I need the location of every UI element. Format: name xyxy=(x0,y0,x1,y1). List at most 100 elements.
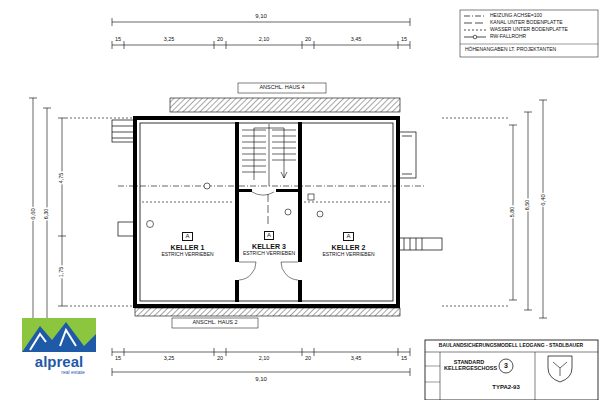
legend-line xyxy=(464,30,486,31)
room-tag-letter: A xyxy=(346,233,350,240)
title-block xyxy=(425,340,598,400)
logo xyxy=(30,330,76,350)
room-tag-letter: A xyxy=(185,233,189,240)
wall xyxy=(252,192,274,195)
light-well xyxy=(112,132,134,133)
service-line xyxy=(268,194,269,224)
sheet-number: 3 xyxy=(503,362,509,369)
dimension-line xyxy=(29,98,37,99)
legend-box xyxy=(460,44,598,45)
dimension-label: 6,50 xyxy=(525,199,531,212)
title-block xyxy=(425,382,440,383)
neighbour-label: ANSCHL. HAUS 2 xyxy=(191,320,238,326)
service-line xyxy=(147,221,154,228)
legend-box xyxy=(460,10,598,57)
dimension-line xyxy=(543,100,544,318)
light-well xyxy=(112,126,134,127)
dimension-line xyxy=(66,118,133,119)
dimension-line xyxy=(29,18,547,376)
dimension-label: 1,75 xyxy=(59,266,65,279)
stair xyxy=(254,128,284,180)
dimension-line xyxy=(509,125,517,126)
service-line xyxy=(142,202,232,203)
dimension-label: 20 xyxy=(304,356,312,362)
light-well xyxy=(112,120,134,142)
dimension-line xyxy=(539,318,547,319)
dimension-line xyxy=(302,41,303,49)
room: A KELLER 3ESTRICH VERRIEBEN xyxy=(240,193,298,301)
dimension-line xyxy=(43,108,51,109)
neighbour-wall xyxy=(238,83,326,93)
dimension-line xyxy=(442,306,509,307)
legend-sample xyxy=(464,30,486,31)
dimension-label: 5,80 xyxy=(510,206,516,219)
neighbour-wall xyxy=(172,318,258,328)
title-block xyxy=(425,352,598,353)
dimension-line xyxy=(124,348,125,356)
stair xyxy=(242,124,296,186)
light-well xyxy=(398,238,442,250)
floor-note: ESTRICH VERRIEBEN xyxy=(242,251,296,257)
light-well xyxy=(422,238,423,250)
dimension-line xyxy=(112,18,113,26)
dimension-label: 15 xyxy=(400,37,408,43)
dimension-line xyxy=(124,41,125,49)
dimension-line xyxy=(524,112,532,113)
title-block xyxy=(548,356,572,382)
legend-text: HEIZUNG ACHSE=100 xyxy=(490,13,542,19)
dimension-label: 15 xyxy=(114,37,122,43)
room-name: KELLER 3 xyxy=(251,243,287,251)
legend-line xyxy=(464,16,486,17)
dimension-line xyxy=(112,348,113,356)
dimension-line xyxy=(58,118,66,119)
dimension-label: 3,45 xyxy=(350,37,363,43)
dimension-line xyxy=(112,352,410,353)
wall xyxy=(135,118,398,306)
wall xyxy=(235,122,239,302)
dimension-line xyxy=(112,41,113,49)
light-well xyxy=(112,138,134,139)
wall xyxy=(297,262,303,280)
dimension-label: 9,10 xyxy=(254,13,268,19)
dimension-label: 9,10 xyxy=(254,376,268,382)
title-block xyxy=(425,340,598,400)
room-tag-letter: A xyxy=(267,232,271,239)
wall xyxy=(281,262,298,280)
dimension-line xyxy=(524,310,532,311)
dimension-line xyxy=(226,348,227,356)
neighbour-label: ANSCHL. HAUS 4 xyxy=(258,85,305,91)
title-block xyxy=(425,366,440,367)
wall xyxy=(239,262,256,280)
wall xyxy=(135,118,398,306)
logo xyxy=(22,318,96,352)
wall xyxy=(239,189,298,192)
dimension-label: 20 xyxy=(216,356,224,362)
legend-line xyxy=(464,23,486,24)
wall xyxy=(252,188,276,193)
dimension-line xyxy=(112,45,410,46)
neighbour-wall xyxy=(170,98,400,112)
legend-symbol xyxy=(473,35,477,39)
dimension-line xyxy=(112,368,113,376)
dimension-line xyxy=(410,41,411,49)
service-line xyxy=(308,194,314,200)
room: AKELLER 2ESTRICH VERRIEBEN xyxy=(303,122,394,302)
dimension-line xyxy=(539,100,547,101)
neighbour-wall xyxy=(135,83,400,328)
logo xyxy=(22,322,96,352)
dimension-line xyxy=(410,18,411,26)
logo xyxy=(22,318,96,352)
dimension-line xyxy=(509,300,517,301)
dimension-line xyxy=(302,348,303,356)
project-title: BAULANDSICHERUNGSMODELL LEOGANG - STADLB… xyxy=(438,343,584,348)
stair xyxy=(269,124,270,186)
dimension-line xyxy=(214,41,215,49)
dimension-line xyxy=(398,348,399,356)
dimension-label: 3,45 xyxy=(350,356,363,362)
light-well xyxy=(398,132,416,178)
room-tag: A xyxy=(343,232,353,241)
light-well xyxy=(112,120,442,250)
